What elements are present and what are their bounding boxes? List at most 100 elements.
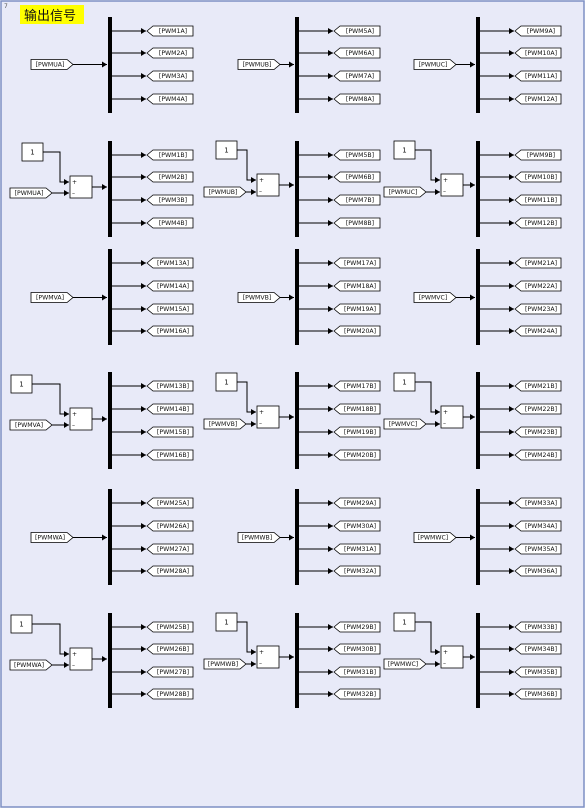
goto-tag-shape[interactable] — [146, 380, 194, 392]
demux-bar[interactable] — [108, 141, 112, 237]
from-tag-shape[interactable] — [30, 532, 74, 543]
goto-tag-shape[interactable] — [146, 257, 194, 269]
goto-tag[interactable]: [PWM6B] — [333, 171, 381, 183]
demux-bar[interactable] — [108, 613, 112, 708]
goto-tag[interactable]: [PWM15A] — [146, 303, 194, 315]
goto-tag-shape[interactable] — [333, 325, 381, 337]
goto-tag[interactable]: [PWM19B] — [333, 426, 381, 438]
goto-tag-shape[interactable] — [333, 257, 381, 269]
title-annotation-box[interactable] — [20, 5, 84, 24]
goto-tag-shape[interactable] — [514, 47, 562, 59]
goto-tag[interactable]: [PWM25A] — [146, 497, 194, 509]
goto-tag-shape[interactable] — [514, 280, 562, 292]
constant-to-sum-line[interactable] — [237, 381, 256, 415]
goto-tag[interactable]: [PWM17A] — [333, 257, 381, 269]
goto-tag[interactable]: [PWM4B] — [146, 217, 194, 229]
signal-group[interactable]: [PWM9A][PWM10A][PWM11A][PWM12A][PWMUC] — [413, 17, 562, 113]
goto-tag[interactable]: [PWM23B] — [514, 426, 562, 438]
goto-tag-shape[interactable] — [514, 171, 562, 183]
goto-tag[interactable]: [PWM23A] — [514, 303, 562, 315]
goto-tag-shape[interactable] — [333, 380, 381, 392]
goto-tag[interactable]: [PWM14A] — [146, 280, 194, 292]
from-tag-shape[interactable] — [203, 418, 247, 430]
goto-tag[interactable]: [PWM27B] — [146, 666, 194, 678]
from-goto-tag[interactable]: [PWMUA] — [30, 59, 74, 70]
goto-tag[interactable]: [PWM7A] — [333, 70, 381, 82]
goto-tag-shape[interactable] — [333, 643, 381, 655]
from-goto-tag[interactable]: [PWMWC] — [413, 532, 457, 543]
goto-tag[interactable]: [PWM2A] — [146, 47, 194, 59]
goto-tag[interactable]: [PWM12B] — [514, 217, 562, 229]
goto-tag[interactable]: [PWM34A] — [514, 520, 562, 532]
from-goto-tag[interactable]: [PWMVB] — [203, 418, 247, 430]
goto-tag[interactable]: [PWM24B] — [514, 449, 562, 461]
goto-tag-shape[interactable] — [333, 149, 381, 161]
demux-bar[interactable] — [476, 17, 480, 113]
goto-tag[interactable]: [PWM36A] — [514, 565, 562, 577]
goto-tag[interactable]: [PWM36B] — [514, 688, 562, 700]
goto-tag[interactable]: [PWM21A] — [514, 257, 562, 269]
goto-tag-shape[interactable] — [146, 449, 194, 461]
goto-tag-shape[interactable] — [146, 194, 194, 206]
from-tag-shape[interactable] — [413, 59, 457, 70]
from-goto-tag[interactable]: [PWMUB] — [203, 186, 247, 198]
sum-block[interactable]: +– — [69, 407, 93, 431]
sum-block[interactable]: +– — [440, 405, 464, 429]
demux-bar[interactable] — [108, 372, 112, 469]
goto-tag[interactable]: [PWM24A] — [514, 325, 562, 337]
goto-tag[interactable]: [PWM25B] — [146, 621, 194, 633]
goto-tag[interactable]: [PWM17B] — [333, 380, 381, 392]
goto-tag-shape[interactable] — [146, 520, 194, 532]
goto-tag[interactable]: [PWM29A] — [333, 497, 381, 509]
signal-group[interactable]: [PWM33B][PWM34B][PWM35B][PWM36B]1+–[PWMW… — [383, 612, 562, 708]
signal-group[interactable]: [PWM5A][PWM6A][PWM7A][PWM8A][PWMUB] — [237, 17, 381, 113]
signal-group[interactable]: [PWM17B][PWM18B][PWM19B][PWM20B]1+–[PWMV… — [203, 372, 381, 469]
goto-tag-shape[interactable] — [146, 280, 194, 292]
from-goto-tag[interactable]: [PWMVA] — [30, 292, 74, 303]
from-goto-tag[interactable]: [PWMWA] — [9, 659, 53, 671]
constant-to-sum-line[interactable] — [32, 383, 69, 417]
goto-tag[interactable]: [PWM13A] — [146, 257, 194, 269]
goto-tag[interactable]: [PWM20A] — [333, 325, 381, 337]
goto-tag-shape[interactable] — [333, 426, 381, 438]
demux-bar[interactable] — [108, 249, 112, 345]
from-goto-tag[interactable]: [PWMWB] — [203, 658, 247, 670]
goto-tag-shape[interactable] — [146, 93, 194, 105]
demux-bar[interactable] — [295, 249, 299, 345]
goto-tag[interactable]: [PWM11B] — [514, 194, 562, 206]
goto-tag-shape[interactable] — [146, 666, 194, 678]
goto-tag-shape[interactable] — [146, 217, 194, 229]
goto-tag-shape[interactable] — [146, 325, 194, 337]
goto-tag[interactable]: [PWM30A] — [333, 520, 381, 532]
goto-tag-shape[interactable] — [146, 621, 194, 633]
goto-tag[interactable]: [PWM31B] — [333, 666, 381, 678]
goto-tag-shape[interactable] — [333, 280, 381, 292]
goto-tag-shape[interactable] — [514, 565, 562, 577]
constant-block[interactable]: 1 — [10, 614, 33, 634]
goto-tag-shape[interactable] — [514, 643, 562, 655]
signal-group[interactable]: [PWM1B][PWM2B][PWM3B][PWM4B]1+–[PWMUA] — [9, 141, 194, 237]
goto-tag[interactable]: [PWM3A] — [146, 70, 194, 82]
goto-tag-shape[interactable] — [514, 25, 562, 37]
goto-tag[interactable]: [PWM35B] — [514, 666, 562, 678]
from-goto-tag[interactable]: [PWMWB] — [237, 532, 281, 543]
demux-bar[interactable] — [476, 613, 480, 708]
demux-bar[interactable] — [476, 372, 480, 469]
from-tag-shape[interactable] — [9, 419, 53, 431]
from-goto-tag[interactable]: [PWMVA] — [9, 419, 53, 431]
signal-group[interactable]: [PWM33A][PWM34A][PWM35A][PWM36A][PWMWC] — [413, 489, 562, 585]
signal-group[interactable]: [PWM17A][PWM18A][PWM19A][PWM20A][PWMVB] — [237, 249, 381, 345]
goto-tag[interactable]: [PWM27A] — [146, 543, 194, 555]
goto-tag-shape[interactable] — [333, 449, 381, 461]
goto-tag[interactable]: [PWM7B] — [333, 194, 381, 206]
demux-bar[interactable] — [295, 17, 299, 113]
from-tag-shape[interactable] — [383, 186, 427, 198]
goto-tag[interactable]: [PWM8B] — [333, 217, 381, 229]
goto-tag-shape[interactable] — [514, 325, 562, 337]
constant-block[interactable]: 1 — [21, 142, 44, 162]
signal-group[interactable]: [PWM25B][PWM26B][PWM27B][PWM28B]1+–[PWMW… — [9, 613, 194, 708]
from-goto-tag[interactable]: [PWMUC] — [383, 186, 427, 198]
goto-tag[interactable]: [PWM22A] — [514, 280, 562, 292]
goto-tag[interactable]: [PWM3B] — [146, 194, 194, 206]
